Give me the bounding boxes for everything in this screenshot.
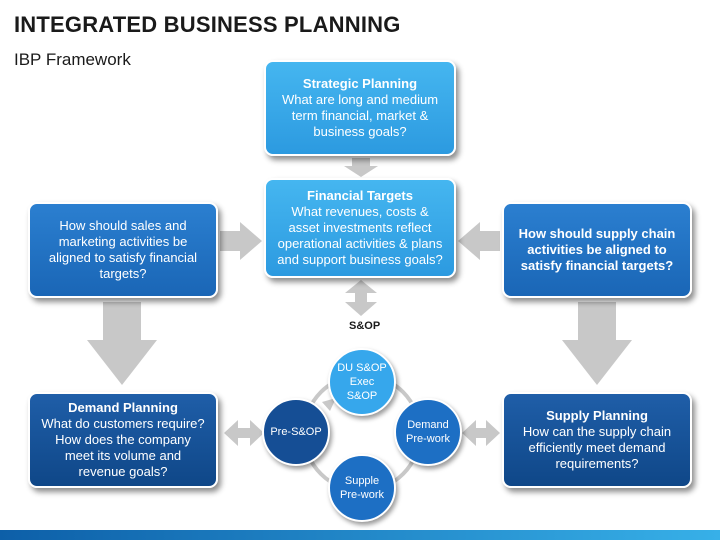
cycle-node-supple-prework: Supple Pre-work bbox=[328, 454, 396, 522]
strategic-planning-box: Strategic Planning What are long and med… bbox=[264, 60, 456, 156]
financial-targets-box: Financial Targets What revenues, costs &… bbox=[264, 178, 456, 278]
arrow-supply-cycle-double bbox=[462, 420, 500, 446]
sales-marketing-text: How should sales and marketing activitie… bbox=[48, 218, 198, 281]
supply-planning-box: Supply Planning How can the supply chain… bbox=[502, 392, 692, 488]
cycle-node-exec-sop-label: DU S&OP Exec S&OP bbox=[337, 362, 387, 402]
financial-targets-text: What revenues, costs & asset investments… bbox=[277, 204, 443, 267]
cycle-node-demand-prework: Demand Pre-work bbox=[394, 398, 462, 466]
cycle-node-pre-sop-label: Pre-S&OP bbox=[270, 426, 322, 438]
sales-marketing-box: How should sales and marketing activitie… bbox=[28, 202, 218, 298]
arrow-supply-chain-to-financial bbox=[458, 222, 500, 260]
arrow-financial-sop-double bbox=[345, 280, 377, 316]
cycle-node-supple-prework-label: Supple Pre-work bbox=[339, 475, 384, 501]
demand-planning-box: Demand Planning What do customers requir… bbox=[28, 392, 218, 488]
supply-planning-heading: Supply Planning bbox=[546, 408, 648, 423]
arrow-sales-to-financial bbox=[220, 222, 262, 260]
page-title: INTEGRATED BUSINESS PLANNING bbox=[14, 12, 401, 37]
bottom-accent-bar bbox=[0, 530, 720, 540]
sop-label: S&OP bbox=[349, 320, 381, 332]
arrow-sales-to-demand bbox=[87, 302, 157, 385]
supply-planning-text: How can the supply chain efficiently mee… bbox=[522, 424, 672, 471]
supply-chain-box: How should supply chain activities be al… bbox=[502, 202, 692, 298]
arrow-strategic-to-financial bbox=[344, 158, 378, 177]
supply-chain-text: How should supply chain activities be al… bbox=[518, 226, 676, 273]
page-subtitle: IBP Framework bbox=[14, 50, 131, 69]
arrow-demand-cycle-double bbox=[224, 420, 264, 446]
arrow-supply-chain-to-supply bbox=[562, 302, 632, 385]
strategic-planning-heading: Strategic Planning bbox=[302, 76, 418, 91]
cycle-node-pre-sop: Pre-S&OP bbox=[262, 398, 330, 466]
cycle-node-exec-sop: DU S&OP Exec S&OP bbox=[328, 348, 396, 416]
demand-planning-heading: Demand Planning bbox=[68, 400, 178, 415]
financial-targets-heading: Financial Targets bbox=[307, 188, 413, 203]
cycle-node-demand-prework-label: Demand Pre-work bbox=[405, 419, 450, 445]
demand-planning-text: What do customers require? How does the … bbox=[41, 416, 205, 479]
cycle-arrowhead bbox=[322, 398, 336, 411]
strategic-planning-text: What are long and medium term financial,… bbox=[281, 92, 439, 139]
